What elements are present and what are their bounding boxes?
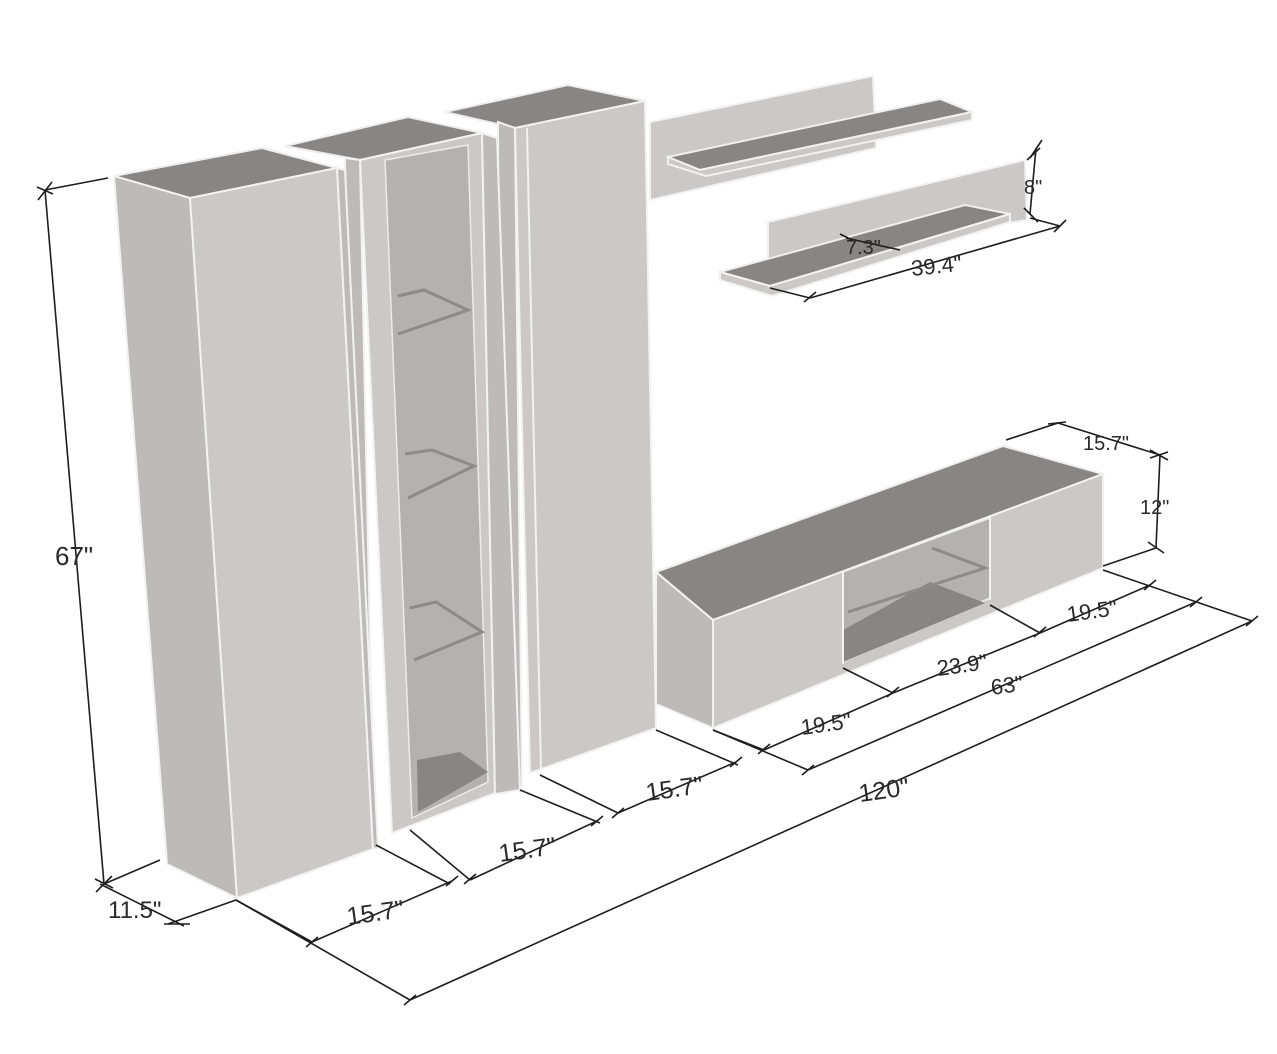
glass-shelf-cabinet	[284, 115, 522, 838]
label-height-67: 67"	[55, 541, 93, 571]
label-shelf-depth: 7.3"	[846, 237, 881, 259]
label-width-third-cabinet: 15.7"	[644, 771, 705, 807]
label-tv-left-unit: 19.5"	[799, 708, 853, 740]
label-tv-height: 12"	[1140, 497, 1169, 519]
tv-stand	[654, 444, 1107, 730]
dimension-lines	[36, 139, 1259, 1006]
label-tv-total: 63"	[989, 671, 1024, 700]
label-depth-11-5: 11.5"	[108, 897, 161, 924]
label-width-glass-cabinet: 15.7"	[497, 832, 558, 868]
label-width-tall-cabinet: 15.7"	[345, 895, 406, 931]
upper-wall-shelf	[649, 74, 976, 202]
tall-cabinet	[112, 146, 380, 900]
label-tv-right-unit: 19.5"	[1065, 595, 1119, 627]
label-shelf-width: 39.4"	[910, 251, 963, 281]
dimension-labels: 67" 11.5" 15.7" 15.7" 15.7" 120" 19.5" 2…	[55, 177, 1169, 931]
label-tv-depth: 15.7"	[1083, 433, 1129, 455]
lower-wall-shelf	[716, 158, 1029, 298]
label-overall-width: 120"	[857, 773, 911, 808]
label-shelf-height: 8"	[1024, 177, 1042, 199]
label-tv-middle-unit: 23.9"	[935, 649, 989, 681]
